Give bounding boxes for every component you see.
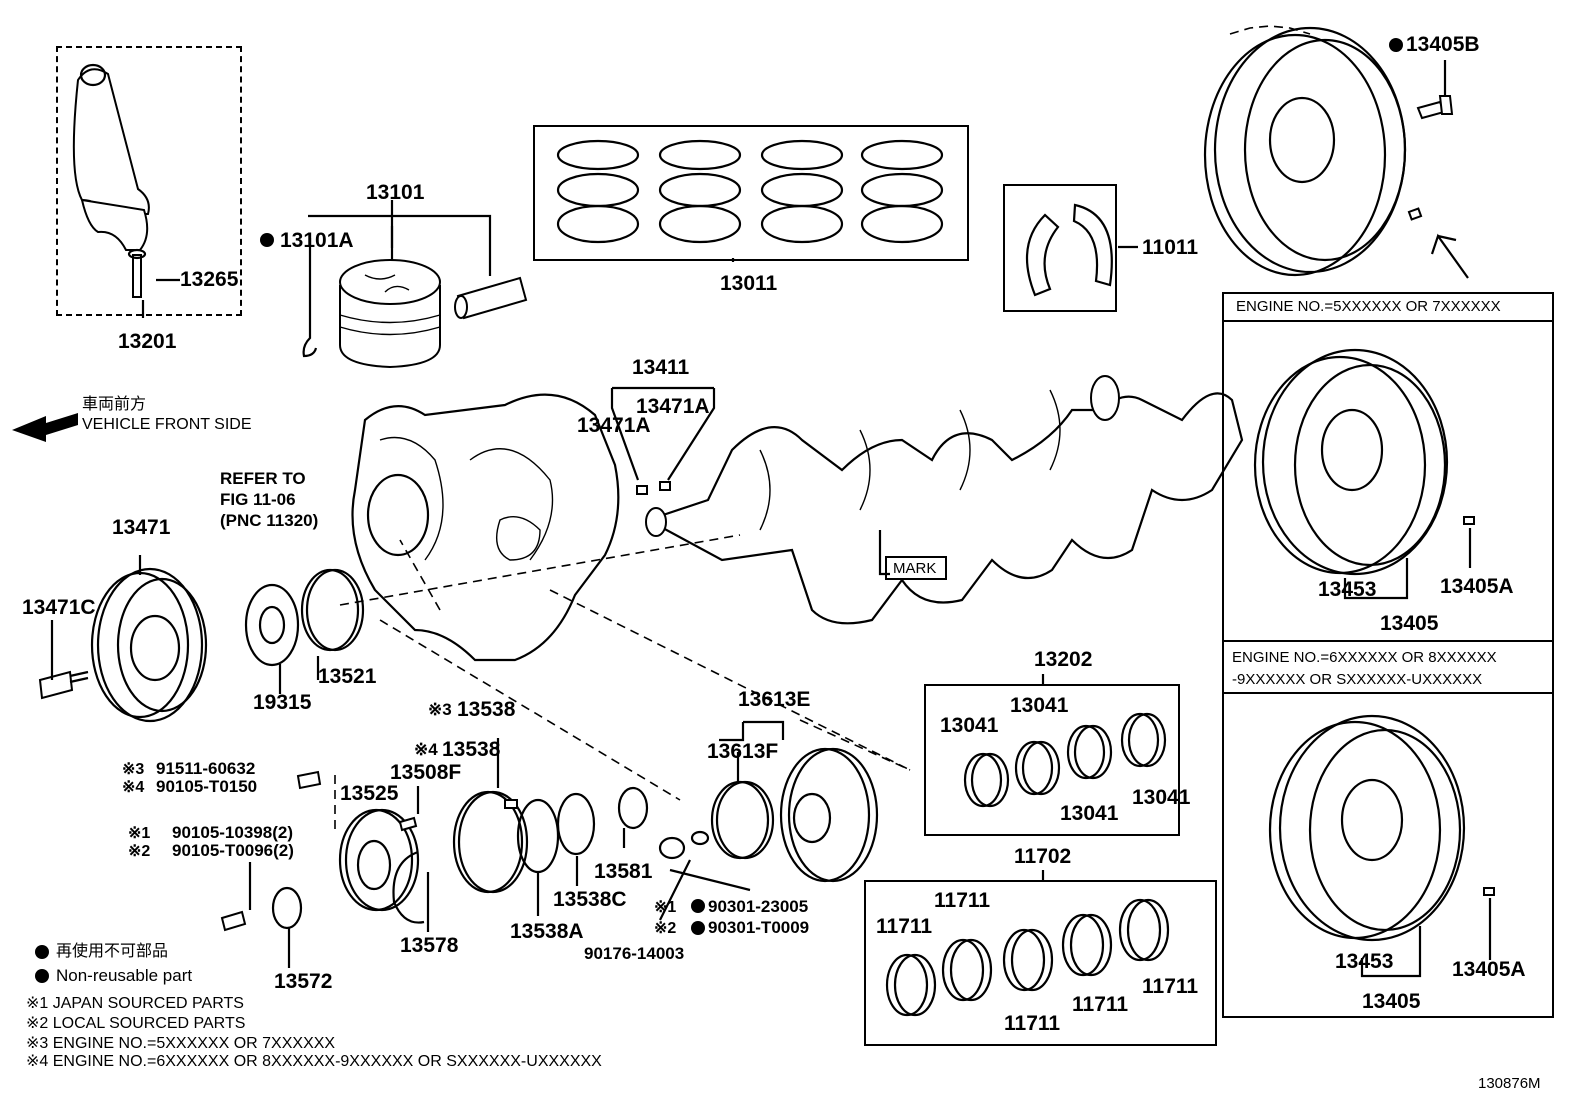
part-13453-label: 13453 xyxy=(1318,578,1377,601)
part-13405A-label: 13405A xyxy=(1440,575,1514,598)
part-13041-label: 13041 xyxy=(940,714,999,737)
part-13538-label: 13538 xyxy=(442,738,501,761)
part-11711-label: 11711 xyxy=(1072,993,1129,1016)
part-13525-label: 13525 xyxy=(340,782,399,805)
part-11711-label: 11711 xyxy=(876,915,933,938)
part-13011-label: 13011 xyxy=(720,272,778,295)
engine-box1-header: ENGINE NO.=5XXXXXX OR 7XXXXXX xyxy=(1236,298,1501,315)
flywheel-variant2-drawing xyxy=(1268,714,1495,978)
non-reusable-markers xyxy=(35,38,1403,983)
part-13521-label: 13521 xyxy=(318,665,377,688)
piston-ring-box xyxy=(533,125,969,261)
flywheel-drawing xyxy=(1203,25,1469,279)
bolt-prefix-2: ※2 xyxy=(128,843,151,860)
thrust-washer-box xyxy=(1003,184,1117,312)
piston-rings-drawing xyxy=(556,139,944,244)
piston-drawing xyxy=(302,226,528,369)
part-13538A-label: 13538A xyxy=(510,920,584,943)
part-13471A-label: 13471A xyxy=(636,395,710,418)
bolt-prefix-3: ※3 xyxy=(122,761,145,778)
part-13578-label: 13578 xyxy=(400,934,459,957)
part-11711-label: 11711 xyxy=(934,889,991,912)
part-19315-label: 19315 xyxy=(253,691,312,714)
part-13405-label: 13405 xyxy=(1362,990,1421,1013)
part-11011-label: 11011 xyxy=(1142,236,1199,259)
part-13202-label: 13202 xyxy=(1034,648,1093,671)
main-bearing-box xyxy=(864,880,1217,1046)
bolt-prefix-1: ※1 xyxy=(128,825,151,842)
legend-nonreusable-en: Non-reusable part xyxy=(56,966,193,985)
bolt-prefix-4: ※4 xyxy=(122,779,145,796)
part-13411-label: 13411 xyxy=(632,356,690,379)
note-prefix-4: ※4 xyxy=(414,740,438,759)
diagram-id: 130876M xyxy=(1478,1075,1541,1092)
bolt-90301-T0009-label: 90301-T0009 xyxy=(708,918,810,937)
timing-cover-drawing xyxy=(351,393,620,662)
part-13405A-label: 13405A xyxy=(1452,958,1526,981)
part-13538-label: 13538 xyxy=(457,698,516,721)
connecting-rod-drawing xyxy=(72,63,150,298)
flywheel-variant1-drawing xyxy=(1253,348,1475,600)
bolt-90105-10398-label: 90105-10398(2) xyxy=(172,823,293,842)
front-arrow xyxy=(12,413,78,442)
part-13405B-label: 13405B xyxy=(1406,33,1480,56)
part-13613E-label: 13613E xyxy=(738,688,811,711)
bolt-90105-T0096-label: 90105-T0096(2) xyxy=(172,841,294,860)
part-11711-label: 11711 xyxy=(1142,975,1199,998)
connecting-rod-box xyxy=(56,46,242,316)
engine-variant-divider xyxy=(1222,640,1554,694)
part-13453-label: 13453 xyxy=(1335,950,1394,973)
part-13538C-label: 13538C xyxy=(553,888,627,911)
part-11702-label: 11702 xyxy=(1014,845,1072,868)
engine-box2-line2: -9XXXXXX OR SXXXXXX-UXXXXXX xyxy=(1232,671,1483,688)
leader-lines xyxy=(50,200,1045,968)
timing-gears-drawing xyxy=(220,568,879,932)
part-13405-label: 13405 xyxy=(1380,612,1439,635)
part-13572-label: 13572 xyxy=(274,970,333,993)
legend-note-2: ※2 LOCAL SOURCED PARTS xyxy=(26,1015,246,1032)
legend-note-4: ※4 ENGINE NO.=6XXXXXX OR 8XXXXXX-9XXXXXX… xyxy=(26,1053,602,1070)
note-prefix-3: ※3 xyxy=(428,700,452,719)
part-13471A-label: 13471A xyxy=(577,414,651,437)
legend-nonreusable-jp: 再使用不可部品 xyxy=(56,943,169,960)
part-13581-label: 13581 xyxy=(594,860,653,883)
bolt-90105-T0150-label: 90105-T0150 xyxy=(156,777,258,796)
mark-box xyxy=(885,556,947,580)
front-side-jp: 車両前方 xyxy=(82,396,147,413)
bolt-90301-23005-label: 90301-23005 xyxy=(708,897,809,916)
part-90176-label: 90176-14003 xyxy=(584,944,685,963)
engine-variant-header1 xyxy=(1222,292,1554,322)
part-13613F-label: 13613F xyxy=(707,740,779,763)
part-13041-label: 13041 xyxy=(1060,802,1119,825)
bolt-prefix-1: ※1 xyxy=(654,899,677,916)
part-13041-label: 13041 xyxy=(1010,694,1069,717)
part-13041-label: 13041 xyxy=(1132,786,1191,809)
refer-line1: REFER TO xyxy=(220,469,306,488)
reference-lines xyxy=(334,534,911,835)
part-13508F-label: 13508F xyxy=(390,761,462,784)
legend-note-3: ※3 ENGINE NO.=5XXXXXX OR 7XXXXXX xyxy=(26,1035,336,1052)
mark-label: MARK xyxy=(893,560,937,577)
refer-line3: (PNC 11320) xyxy=(220,511,319,530)
part-13265-label: 13265 xyxy=(180,268,239,291)
bolt-91511-label: 91511-60632 xyxy=(156,759,256,778)
part-13101-label: 13101 xyxy=(366,181,425,204)
engine-box2-line1: ENGINE NO.=6XXXXXX OR 8XXXXXX xyxy=(1232,649,1497,666)
part-13471-label: 13471 xyxy=(112,516,171,539)
thrust-washers-drawing xyxy=(1025,203,1138,297)
crankshaft-drawing xyxy=(610,375,1244,625)
legend-note-1: ※1 JAPAN SOURCED PARTS xyxy=(26,995,244,1012)
part-11711-label: 11711 xyxy=(1004,1012,1061,1035)
part-13201-label: 13201 xyxy=(118,330,177,353)
front-side-en: VEHICLE FRONT SIDE xyxy=(82,416,252,433)
refer-line2: FIG 11-06 xyxy=(220,490,296,509)
part-13101A-label: 13101A xyxy=(280,229,354,252)
con-rod-bearing-box xyxy=(924,684,1180,836)
bolt-prefix-2: ※2 xyxy=(654,920,677,937)
part-13471C-label: 13471C xyxy=(22,596,96,619)
